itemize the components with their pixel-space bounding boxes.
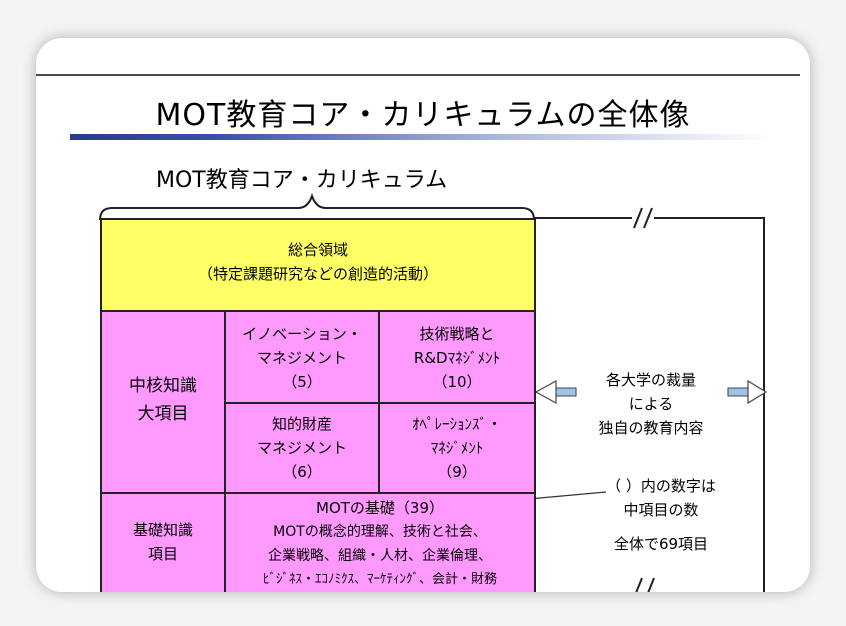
core-knowledge-label-line1: 中核知識 xyxy=(129,376,197,396)
cell-line: 技術戦略と xyxy=(419,325,495,343)
cell-line: 知的財産 xyxy=(271,415,332,433)
basic-knowledge-label-box: 基礎知識 項目 xyxy=(100,492,226,592)
discretion-line3: 独自の教育内容 xyxy=(598,419,704,437)
cell-line: マネジメント xyxy=(256,349,347,367)
core-knowledge-label-box: 中核知識 大項目 xyxy=(100,310,226,494)
general-area-box: 総合領域 （特定課題研究などの創造的活動） xyxy=(100,218,536,312)
break-mark-bottom-1 xyxy=(635,577,643,592)
cell-count: （9） xyxy=(437,463,477,481)
count-note: （ ）内の数字は 中項目の数 xyxy=(596,474,726,522)
break-mark-top-2 xyxy=(643,207,653,229)
core-curriculum-label: MOT教育コア・カリキュラム xyxy=(156,168,448,193)
cell-count: （6） xyxy=(282,463,322,481)
total-items: 全体で69項目 xyxy=(613,535,709,553)
break-mark-bottom-2 xyxy=(647,577,655,592)
mot-basics-line: ﾋﾞｼﾞﾈｽ・ｴｺﾉﾐｸｽ、ﾏｰｹﾃｨﾝｸﾞ、会計・財務 xyxy=(262,572,497,587)
cell-line: イノベーション・ xyxy=(242,325,362,343)
note-line2: 中項目の数 xyxy=(623,501,699,519)
cell-line: R&Dﾏﾈｼﾞﾒﾝﾄ xyxy=(413,349,501,367)
mot-basics-line: MOTの概念的理解、技術と社会、 xyxy=(273,524,487,540)
core-cell-operations: ｵﾍﾟﾚｰｼｮﾝｽﾞ・ ﾏﾈｼﾞﾒﾝﾄ （9） xyxy=(378,402,536,494)
discretion-line1: 各大学の裁量 xyxy=(605,371,696,389)
header-line xyxy=(36,74,800,76)
cell-count: （5） xyxy=(282,373,322,391)
basic-knowledge-label-line2: 項目 xyxy=(147,545,178,563)
general-area-heading: 総合領域 xyxy=(287,241,348,259)
title-underline xyxy=(70,134,770,140)
slide: MOT教育コア・カリキュラムの全体像 MOT教育コア・カリキュラム 総合領域 （… xyxy=(36,38,810,592)
break-mark-top-1 xyxy=(633,207,643,229)
core-cell-tech-strategy: 技術戦略と R&Dﾏﾈｼﾞﾒﾝﾄ （10） xyxy=(378,310,536,404)
cell-line: ｵﾍﾟﾚｰｼｮﾝｽﾞ・ xyxy=(411,415,502,433)
double-arrow-icon xyxy=(534,379,768,405)
right-region-top-line xyxy=(534,217,765,592)
discretion-line2: による xyxy=(628,395,674,413)
curly-brace xyxy=(99,192,535,221)
core-knowledge-label-line2: 大項目 xyxy=(137,404,189,424)
general-area-sub: （特定課題研究などの創造的活動） xyxy=(197,265,438,283)
mot-basics-box: MOTの基礎（39） MOTの概念的理解、技術と社会、 企業戦略、組織・人材、企… xyxy=(224,492,536,592)
total-count-text: 全体で69項目 xyxy=(576,532,746,556)
diagram-lines xyxy=(99,192,768,592)
university-discretion-text: 各大学の裁量 による 独自の教育内容 xyxy=(556,368,746,440)
core-cell-innovation: イノベーション・ マネジメント （5） xyxy=(224,310,380,404)
cell-count: （10） xyxy=(432,373,482,391)
cell-line: マネジメント xyxy=(256,439,347,457)
mot-basics-heading: MOTの基礎（39） xyxy=(316,499,444,517)
mot-basics-line: 企業戦略、組織・人材、企業倫理、 xyxy=(268,548,492,564)
slide-title: MOT教育コア・カリキュラムの全体像 xyxy=(155,98,691,133)
note-line1: （ ）内の数字は xyxy=(606,477,716,495)
core-cell-ip: 知的財産 マネジメント （6） xyxy=(224,402,380,494)
basic-knowledge-label-line1: 基礎知識 xyxy=(132,521,193,539)
cell-line: ﾏﾈｼﾞﾒﾝﾄ xyxy=(430,439,484,457)
